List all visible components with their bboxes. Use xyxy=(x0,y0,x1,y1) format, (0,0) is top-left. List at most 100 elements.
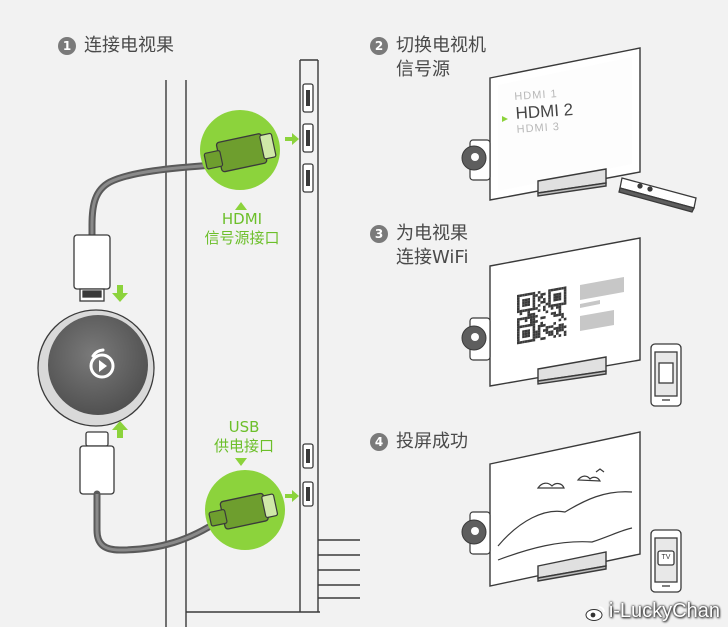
qr-cell xyxy=(527,292,530,296)
qr-cell xyxy=(556,292,559,296)
qr-cell xyxy=(543,300,546,304)
qr-cell xyxy=(550,324,554,329)
qr-cell xyxy=(550,306,554,310)
qr-cell xyxy=(563,286,567,290)
qr-cell xyxy=(527,297,530,301)
step-2-line-2: 信号源 xyxy=(396,59,450,80)
qr-cell xyxy=(540,295,543,299)
qr-cell xyxy=(530,320,533,324)
qr-cell xyxy=(532,335,536,340)
qr-cell xyxy=(543,323,546,327)
qr-cell xyxy=(550,330,554,334)
qr-cell xyxy=(527,303,530,307)
qr-cell xyxy=(527,329,530,333)
qr-cell xyxy=(556,326,559,330)
qr-cell xyxy=(524,332,528,336)
qr-cell xyxy=(563,299,567,303)
qr-cell xyxy=(522,340,525,344)
qr-cell xyxy=(561,286,564,290)
qr-cell xyxy=(545,328,549,332)
watermark-text: i-LuckyChan xyxy=(608,600,720,622)
qr-cell xyxy=(522,293,525,297)
usb-port-label: USB 供电接口 xyxy=(202,418,286,456)
step-3-number: 3 xyxy=(370,225,388,243)
qr-cell xyxy=(558,295,562,299)
down-arrow-green xyxy=(112,285,128,302)
usb-connector-icon xyxy=(205,470,285,550)
qr-cell xyxy=(517,330,520,335)
qr-cell xyxy=(537,335,541,339)
qr-cell xyxy=(543,292,546,296)
qr-cell xyxy=(545,302,549,306)
qr-cell xyxy=(548,296,551,300)
qr-cell xyxy=(548,333,551,337)
down-arrow xyxy=(235,458,247,466)
qr-cell xyxy=(524,319,528,323)
qr-cell xyxy=(527,308,530,312)
qr-cell xyxy=(558,334,562,338)
qr-cell xyxy=(561,328,564,332)
qr-cell xyxy=(517,341,520,345)
qr-cell xyxy=(553,298,557,302)
qr-cell xyxy=(527,313,530,317)
qr-cell xyxy=(558,310,562,314)
qr-cell xyxy=(532,307,536,311)
qr-cell xyxy=(517,297,520,301)
qr-cell xyxy=(563,296,567,300)
qr-cell xyxy=(532,296,536,301)
qr-cell xyxy=(548,304,551,308)
usb-port-label-line-1: USB xyxy=(228,418,260,436)
qr-cell xyxy=(530,315,533,319)
qr-cell xyxy=(517,320,520,324)
qr-cell xyxy=(558,302,562,306)
usb-plug xyxy=(79,431,115,495)
qr-cell xyxy=(545,325,549,329)
step-1: 1 连接电视果 xyxy=(58,34,174,58)
qr-cell xyxy=(540,321,543,325)
qr-cell xyxy=(553,303,557,307)
qr-cell xyxy=(548,289,551,293)
qr-cell xyxy=(558,305,562,309)
qr-cell xyxy=(522,301,525,305)
qr-cell xyxy=(543,308,546,312)
qr-cell xyxy=(522,304,525,308)
qr-cell xyxy=(522,330,525,334)
qr-cell xyxy=(532,330,536,334)
wifi-info-panel xyxy=(580,277,624,331)
step-2-line-1: 切换电视机 xyxy=(396,35,486,56)
qr-cell xyxy=(553,295,557,299)
hdmi-port-label-line-1: HDMI xyxy=(221,210,263,228)
qr-cell xyxy=(543,297,546,301)
hdmi-plug xyxy=(73,234,111,302)
qr-cell xyxy=(556,331,559,335)
hdmi-port-label: HDMI 信号源接口 xyxy=(196,210,288,248)
qr-cell xyxy=(532,291,536,295)
qr-cell xyxy=(530,292,533,296)
dongle-step3 xyxy=(461,317,491,361)
qr-cell xyxy=(527,334,530,338)
qr-cell xyxy=(563,288,567,292)
qr-cell xyxy=(558,323,562,327)
usb-port-label-line-2: 供电接口 xyxy=(213,437,274,455)
step-4: 4 投屏成功 xyxy=(370,430,468,454)
qr-cell xyxy=(527,323,530,327)
qr-cell xyxy=(522,298,525,302)
step-2: 2 切换电视机 信号源 xyxy=(370,34,486,82)
qr-cell xyxy=(563,325,567,329)
qr-cell xyxy=(532,322,536,327)
qr-cell xyxy=(532,302,536,306)
qr-cell xyxy=(517,336,520,340)
qr-cell xyxy=(550,288,554,292)
qr-cell xyxy=(543,328,546,333)
qr-cell xyxy=(563,291,567,295)
qr-cell xyxy=(524,324,528,328)
qr-cell xyxy=(524,298,528,302)
qr-cell xyxy=(548,325,551,329)
qr-cell xyxy=(540,324,543,328)
qr-cell xyxy=(561,323,564,327)
qr-cell xyxy=(556,329,559,333)
qr-cell xyxy=(532,294,536,298)
play-logo-icon xyxy=(37,309,155,427)
qr-cell xyxy=(548,291,551,295)
